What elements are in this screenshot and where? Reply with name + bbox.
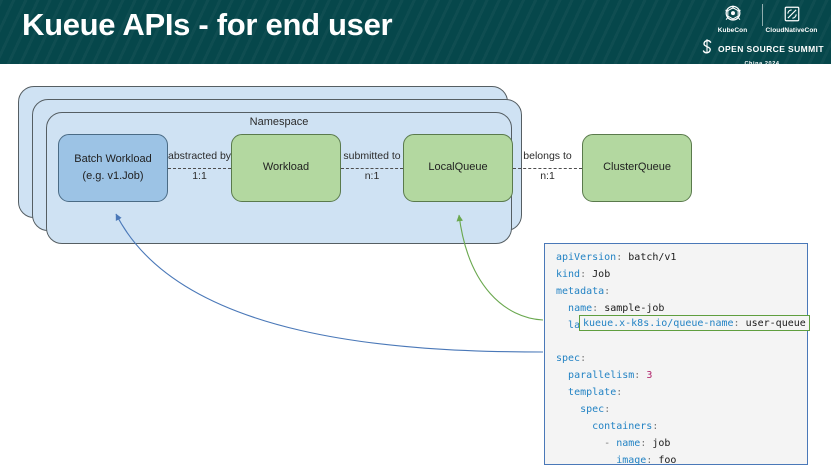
yaml-line: metadata:	[556, 285, 611, 297]
yaml-line: template:	[568, 387, 623, 399]
yaml-line: spec:	[556, 353, 587, 365]
relation-2-label: submitted to	[343, 150, 401, 162]
relation-localqueue-to-clusterqueue: belongs to n:1	[513, 134, 582, 182]
namespace-label: Namespace	[249, 116, 309, 128]
cloudnativecon-square-icon	[783, 2, 801, 26]
open-source-summit-text: OPEN SOURCE SUMMIT	[718, 43, 824, 54]
yaml-line: image: foo	[616, 454, 677, 466]
open-source-summit-s-icon	[700, 38, 714, 59]
yaml-line: kind: Job	[556, 268, 611, 280]
cloudnativecon-label: CloudNativeCon	[765, 27, 818, 34]
logo-divider	[761, 4, 763, 26]
rule-left	[714, 63, 741, 64]
relation-1-dashed-line	[168, 168, 231, 169]
relation-1-cardinality: 1:1	[192, 170, 207, 182]
yaml-line: name: sample-job	[568, 302, 665, 314]
yaml-line	[556, 334, 803, 351]
header-stripe-pattern	[0, 0, 831, 64]
event-location-year: China 2024	[701, 61, 823, 64]
event-logo-block: KubeCon CloudNativeCon	[700, 2, 824, 64]
cloudnativecon-logo: CloudNativeCon	[763, 2, 821, 34]
relation-2-cardinality: n:1	[364, 170, 380, 182]
slide-header: Kueue APIs - for end user KubeCon	[0, 0, 831, 64]
node-batch-workload[interactable]: Batch Workload (e.g. v1.Job)	[58, 134, 168, 202]
yaml-line: spec:	[580, 404, 611, 416]
node-clusterqueue-title: ClusterQueue	[603, 161, 671, 174]
rule-right	[783, 63, 810, 64]
node-workload-title: Workload	[262, 161, 310, 174]
kubecon-helm-icon	[723, 2, 743, 26]
relation-1-label: abstracted by	[168, 150, 232, 162]
kubecon-logo: KubeCon	[704, 2, 762, 34]
yaml-line: - name: job	[604, 437, 671, 449]
node-batch-workload-title: Batch Workload	[74, 152, 152, 165]
page-title: Kueue APIs - for end user	[22, 7, 393, 42]
relation-batch-to-workload: abstracted by 1:1	[168, 134, 232, 182]
node-batch-workload-subtitle: (e.g. v1.Job)	[82, 170, 144, 182]
relation-3-label: belongs to	[523, 150, 572, 162]
open-source-summit-logo: OPEN SOURCE SUMMIT	[700, 38, 824, 59]
node-workload[interactable]: Workload	[231, 134, 341, 202]
relation-3-dashed-line	[513, 168, 582, 169]
node-clusterqueue[interactable]: ClusterQueue	[582, 134, 692, 202]
node-localqueue-title: LocalQueue	[428, 161, 488, 174]
kubecon-label: KubeCon	[717, 27, 748, 34]
highlighted-queue-name-label[interactable]: kueue.x-k8s.io/queue-name: user-queue	[579, 314, 810, 331]
relation-2-dashed-line	[341, 168, 403, 169]
yaml-code-block[interactable]: apiVersion: batch/v1 kind: Job metadata: n…	[544, 243, 810, 466]
relation-3-cardinality: n:1	[540, 170, 555, 182]
relation-workload-to-localqueue: submitted to n:1	[341, 134, 403, 182]
yaml-line: parallelism: 3	[568, 370, 653, 382]
yaml-line: apiVersion: batch/v1	[556, 252, 677, 263]
yaml-line: containers:	[592, 420, 659, 432]
node-localqueue[interactable]: LocalQueue	[403, 134, 513, 202]
yaml-code-lines: apiVersion: batch/v1 kind: Job metadata: n…	[556, 250, 803, 471]
event-location-year-text: China 2024	[744, 61, 780, 64]
